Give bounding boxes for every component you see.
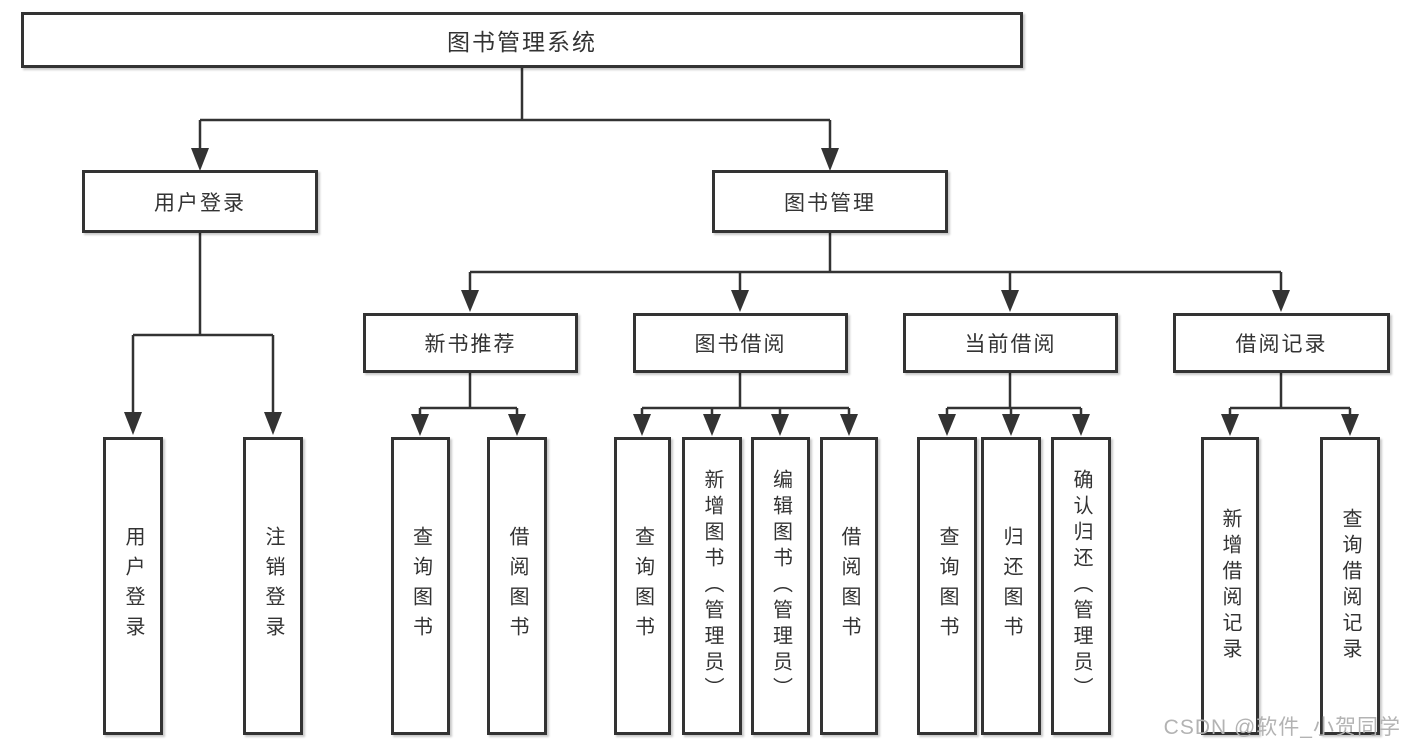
leaf-query-books-recommend: 查询图书 — [391, 437, 450, 735]
leaf-edit-book-admin-label: 编辑图书（管理员） — [769, 469, 792, 703]
leaf-add-book-admin-label: 新增图书（管理员） — [701, 469, 723, 703]
leaf-user-login-label: 用户登录 — [122, 526, 144, 646]
leaf-confirm-return-admin-label: 确认归还（管理员） — [1070, 469, 1092, 703]
csdn-watermark: CSDN @软件_小贺同学 — [1163, 716, 1401, 739]
leaf-query-borrow-record: 查询借阅记录 — [1320, 437, 1380, 735]
node-new-book-recommend: 新书推荐 — [363, 313, 578, 373]
connector-root — [198, 67, 832, 149]
leaf-add-borrow-record: 新增借阅记录 — [1201, 437, 1259, 735]
node-current-borrow: 当前借阅 — [903, 313, 1118, 373]
leaf-logout-label: 注销登录 — [262, 526, 284, 646]
connector-book-management — [468, 233, 1283, 291]
node-book-borrow-label: 图书借阅 — [694, 333, 787, 356]
node-book-borrow: 图书借阅 — [633, 313, 848, 373]
leaf-query-books-borrow-label: 查询图书 — [631, 526, 654, 646]
arrow-down-icon — [703, 414, 721, 436]
node-user-login-label: 用户登录 — [154, 191, 246, 215]
arrow-down-icon — [1002, 414, 1020, 436]
connector-book-borrow — [640, 373, 851, 415]
arrow-down-icon — [1221, 414, 1239, 436]
leaf-query-borrow-record-label: 查询借阅记录 — [1339, 508, 1361, 664]
arrow-down-icon — [938, 414, 956, 436]
leaf-borrow-books-recommend: 借阅图书 — [487, 437, 547, 735]
node-library-system-label: 图书管理系统 — [447, 29, 597, 55]
leaf-query-books-current-label: 查询图书 — [936, 526, 958, 646]
node-book-management-label: 图书管理 — [784, 191, 876, 215]
node-current-borrow-label: 当前借阅 — [964, 333, 1057, 356]
connector-borrow-records — [1228, 373, 1352, 415]
node-new-book-recommend-label: 新书推荐 — [424, 333, 517, 356]
leaf-user-login: 用户登录 — [103, 437, 163, 735]
node-user-login: 用户登录 — [82, 170, 318, 233]
leaf-add-book-admin: 新增图书（管理员） — [682, 437, 742, 735]
leaf-borrow-books-recommend-label: 借阅图书 — [506, 526, 528, 646]
arrow-down-icon — [771, 414, 789, 436]
leaf-query-books-borrow: 查询图书 — [614, 437, 671, 735]
arrow-down-icon — [411, 414, 429, 436]
leaf-return-book-label: 归还图书 — [1000, 526, 1022, 646]
node-library-system: 图书管理系统 — [21, 12, 1023, 68]
arrow-down-icon — [1272, 290, 1290, 312]
arrow-down-icon — [731, 290, 749, 312]
arrow-down-icon — [124, 412, 142, 435]
arrow-down-icon — [191, 148, 209, 171]
leaf-return-book: 归还图书 — [981, 437, 1041, 735]
node-borrow-records-label: 借阅记录 — [1235, 333, 1328, 356]
arrow-down-icon — [1001, 290, 1019, 312]
arrow-down-icon — [264, 412, 282, 435]
leaf-confirm-return-admin: 确认归还（管理员） — [1051, 437, 1111, 735]
connector-current-borrow — [945, 373, 1083, 415]
connector-user-login — [131, 233, 275, 413]
arrow-down-icon — [1341, 414, 1359, 436]
arrow-down-icon — [821, 148, 839, 171]
leaf-add-borrow-record-label: 新增借阅记录 — [1219, 508, 1241, 664]
leaf-logout: 注销登录 — [243, 437, 303, 735]
arrow-down-icon — [508, 414, 526, 436]
arrow-down-icon — [633, 414, 651, 436]
leaf-query-books-current: 查询图书 — [917, 437, 977, 735]
node-borrow-records: 借阅记录 — [1173, 313, 1390, 373]
leaf-query-books-recommend-label: 查询图书 — [409, 526, 432, 646]
arrow-down-icon — [1072, 414, 1090, 436]
node-book-management: 图书管理 — [712, 170, 948, 233]
leaf-borrow-books: 借阅图书 — [820, 437, 878, 735]
connector-new-book — [418, 373, 519, 415]
leaf-borrow-books-label: 借阅图书 — [838, 526, 860, 646]
leaf-edit-book-admin: 编辑图书（管理员） — [751, 437, 810, 735]
arrow-down-icon — [840, 414, 858, 436]
arrow-down-icon — [461, 290, 479, 312]
